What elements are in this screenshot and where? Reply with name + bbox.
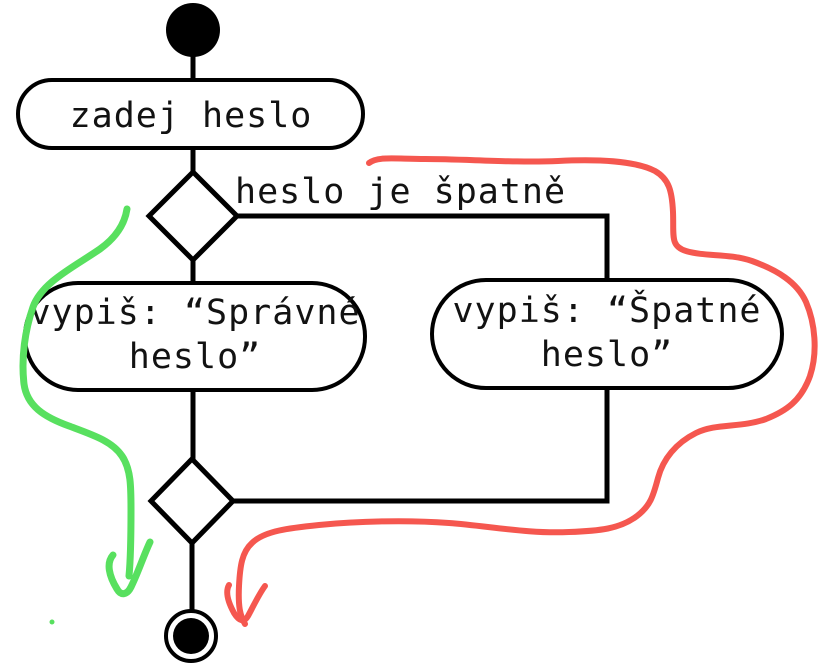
action-input-label: zadej heslo	[70, 96, 313, 136]
start-node	[166, 3, 220, 57]
action-correct-label-line1: vypiš: “Správné	[29, 293, 360, 333]
edge-decision-to-action-wrong	[235, 213, 610, 282]
edge-wrong-to-merge	[232, 386, 610, 504]
green-arrow-path	[19, 205, 135, 580]
action-correct-label-line2: heslo”	[129, 337, 261, 377]
red-arrow-head	[224, 582, 268, 624]
final-node-core	[173, 618, 209, 654]
decision-branch-label: heslo je špatně	[235, 172, 566, 212]
action-wrong-node	[430, 278, 784, 390]
action-wrong-label-line1: vypiš: “Špatné	[452, 289, 761, 331]
decision-node	[145, 168, 241, 264]
green-arrow-head	[105, 538, 154, 598]
action-wrong-label-line2: heslo”	[541, 335, 673, 375]
red-arrow-path	[235, 155, 818, 627]
green-stray-dot	[49, 619, 55, 625]
merge-node	[147, 455, 237, 547]
action-input-node	[16, 78, 365, 150]
